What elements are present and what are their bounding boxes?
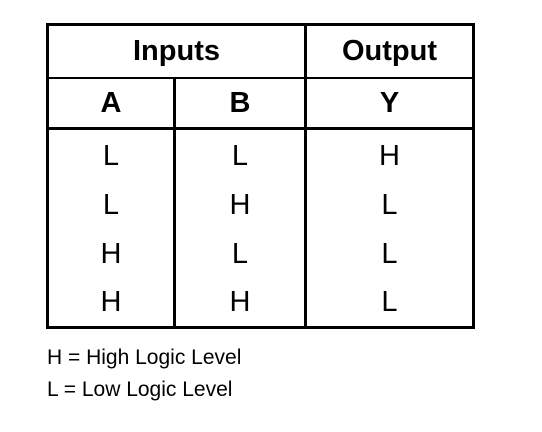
divider-column-header [49, 127, 472, 130]
column-header-y: Y [379, 86, 400, 119]
table-cell-y: L [381, 237, 398, 270]
legend-low: L = Low Logic Level [47, 378, 233, 401]
divider-inputs-output [304, 26, 307, 326]
table-cell-y: L [381, 285, 398, 318]
column-header-a: A [100, 86, 122, 119]
truth-table: Inputs Output A B Y L L H L H L H L L H … [46, 23, 475, 329]
table-cell-a: L [102, 188, 120, 221]
table-cell-y: H [379, 139, 400, 172]
inputs-group-header: Inputs [133, 35, 220, 67]
table-cell-a: L [102, 139, 120, 172]
table-cell-y: L [381, 188, 398, 221]
legend-high: H = High Logic Level [47, 346, 242, 369]
table-cell-b: L [231, 139, 249, 172]
output-group-header: Output [341, 35, 437, 67]
divider-a-b [173, 77, 176, 326]
table-cell-b: H [229, 188, 251, 221]
divider-group-header [49, 77, 472, 79]
column-header-b: B [229, 86, 251, 119]
table-cell-a: H [100, 237, 122, 270]
table-cell-b: L [231, 237, 249, 270]
table-cell-a: H [100, 285, 122, 318]
table-cell-b: H [229, 285, 251, 318]
